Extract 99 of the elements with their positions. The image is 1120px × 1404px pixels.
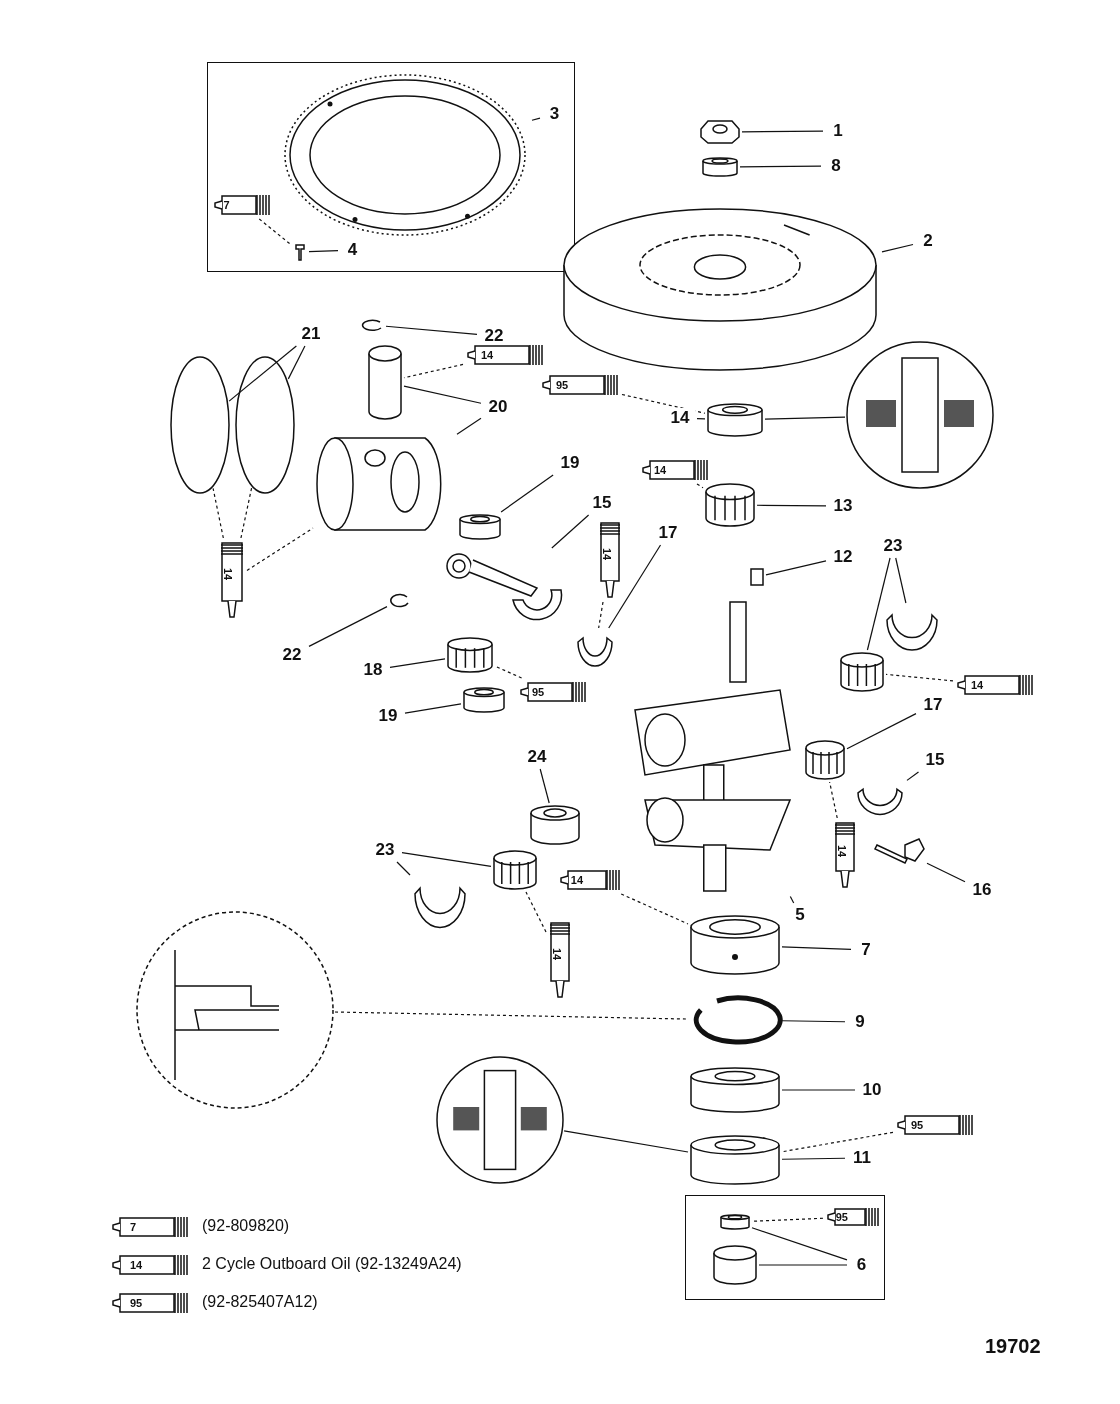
- leader-line: [551, 514, 590, 549]
- callout-number: 14: [601, 548, 613, 561]
- piston-pin-drawing: [368, 344, 402, 420]
- leader-line: [846, 713, 917, 750]
- callout-number: 7: [223, 198, 230, 211]
- legend-text: 2 Cycle Outboard Oil (92-13249A24): [202, 1255, 462, 1273]
- seal-drawing: [690, 1067, 780, 1113]
- callout-number: 95: [532, 686, 545, 698]
- callout-number: 14: [481, 349, 494, 361]
- legend-number: 14: [130, 1259, 143, 1271]
- screw-drawing: [292, 242, 307, 261]
- leader-line: [781, 946, 852, 951]
- ball-bearing-drawing: [690, 915, 780, 975]
- leader-line: [739, 165, 822, 168]
- callout-number: 14: [222, 568, 234, 581]
- o-ring-drawing: [719, 1213, 750, 1230]
- leader-line: [539, 768, 550, 804]
- washer-drawing: [702, 157, 738, 177]
- leader-line: [758, 1264, 848, 1266]
- callout-number: 14: [971, 679, 984, 691]
- ring-drawing: [530, 805, 580, 845]
- leader-line: [228, 345, 297, 402]
- leader-line: [764, 416, 846, 420]
- figure-number: 19702: [985, 1335, 1041, 1358]
- bearing-cage-drawing: [493, 850, 537, 890]
- needle-bearing-drawing: [447, 637, 493, 673]
- frame-box: [685, 1194, 885, 1300]
- piston-ring-drawing: [169, 355, 231, 495]
- callout-number: 95: [911, 1119, 924, 1131]
- bearing-cage-drawing: [805, 740, 845, 780]
- retaining-clip-drawing: [360, 318, 384, 332]
- leader-line: [829, 781, 838, 819]
- leader-line: [308, 249, 339, 253]
- leader-line: [404, 703, 462, 714]
- nut-drawing: [700, 119, 740, 145]
- leader-line: [396, 861, 411, 876]
- frame-box: [207, 62, 575, 272]
- needle-bearing-drawing: [705, 483, 755, 527]
- leader-line: [895, 557, 907, 604]
- leader-line: [563, 1130, 689, 1153]
- legend-text: (92-825407A12): [202, 1293, 318, 1311]
- callout-number: 14: [570, 874, 584, 886]
- bearing-cage-drawing: [840, 652, 884, 692]
- leader-line: [403, 385, 482, 404]
- callout-number: 14: [654, 464, 667, 476]
- leader-line: [385, 325, 478, 336]
- leader-line: [881, 243, 914, 253]
- leader-line: [696, 483, 704, 489]
- retaining-clip-drawing: [389, 592, 411, 608]
- piston-ring-drawing: [234, 355, 296, 495]
- detail-drawing: [435, 1055, 565, 1185]
- leader-line: [620, 893, 689, 925]
- bolt-drawing: [875, 835, 925, 865]
- leader-line: [287, 345, 306, 380]
- leader-line: [741, 130, 824, 133]
- leader-line: [334, 1011, 689, 1020]
- leader-line: [751, 1227, 848, 1261]
- bushing-drawing: [712, 1244, 757, 1285]
- legend-number: 95: [130, 1297, 143, 1309]
- legend-number: 7: [130, 1221, 137, 1233]
- leader-line: [308, 606, 388, 647]
- leader-line: [258, 218, 292, 246]
- leader-line: [401, 852, 492, 867]
- leader-line: [456, 417, 482, 435]
- leader-line: [389, 658, 446, 668]
- callout-number: 95: [835, 1210, 848, 1223]
- leader-line: [531, 117, 541, 121]
- callout-number: 14: [836, 844, 848, 857]
- leader-line: [696, 418, 706, 420]
- leader-line: [598, 601, 604, 629]
- thrust-washer-drawing: [459, 514, 501, 540]
- key-drawing: [750, 568, 764, 586]
- leader-line: [756, 504, 827, 507]
- detail-drawing: [135, 910, 335, 1110]
- leader-line: [751, 1217, 824, 1222]
- leader-line: [500, 474, 554, 513]
- leader-line: [885, 673, 954, 682]
- detail-drawing: [845, 340, 995, 490]
- seal-drawing: [707, 403, 763, 437]
- leader-line: [608, 544, 662, 629]
- thrust-washer-drawing: [463, 687, 505, 713]
- leader-line: [926, 862, 966, 883]
- leader-line: [494, 665, 523, 679]
- leader-line: [781, 1157, 846, 1160]
- leader-line: [765, 560, 827, 576]
- leader-line: [781, 1089, 856, 1091]
- leader-line: [866, 557, 891, 651]
- leader-line: [906, 771, 920, 781]
- leader-line: [621, 393, 706, 414]
- callout-number: 95: [556, 379, 569, 391]
- leader-line: [525, 891, 547, 933]
- seal-drawing: [690, 1135, 780, 1185]
- leader-line: [789, 895, 795, 904]
- callout-number: 14: [551, 948, 563, 961]
- leader-line: [781, 1131, 894, 1153]
- leader-line: [781, 1020, 846, 1023]
- leader-line: [240, 487, 253, 539]
- legend-text: (92-809820): [202, 1217, 290, 1235]
- leader-line: [212, 487, 224, 539]
